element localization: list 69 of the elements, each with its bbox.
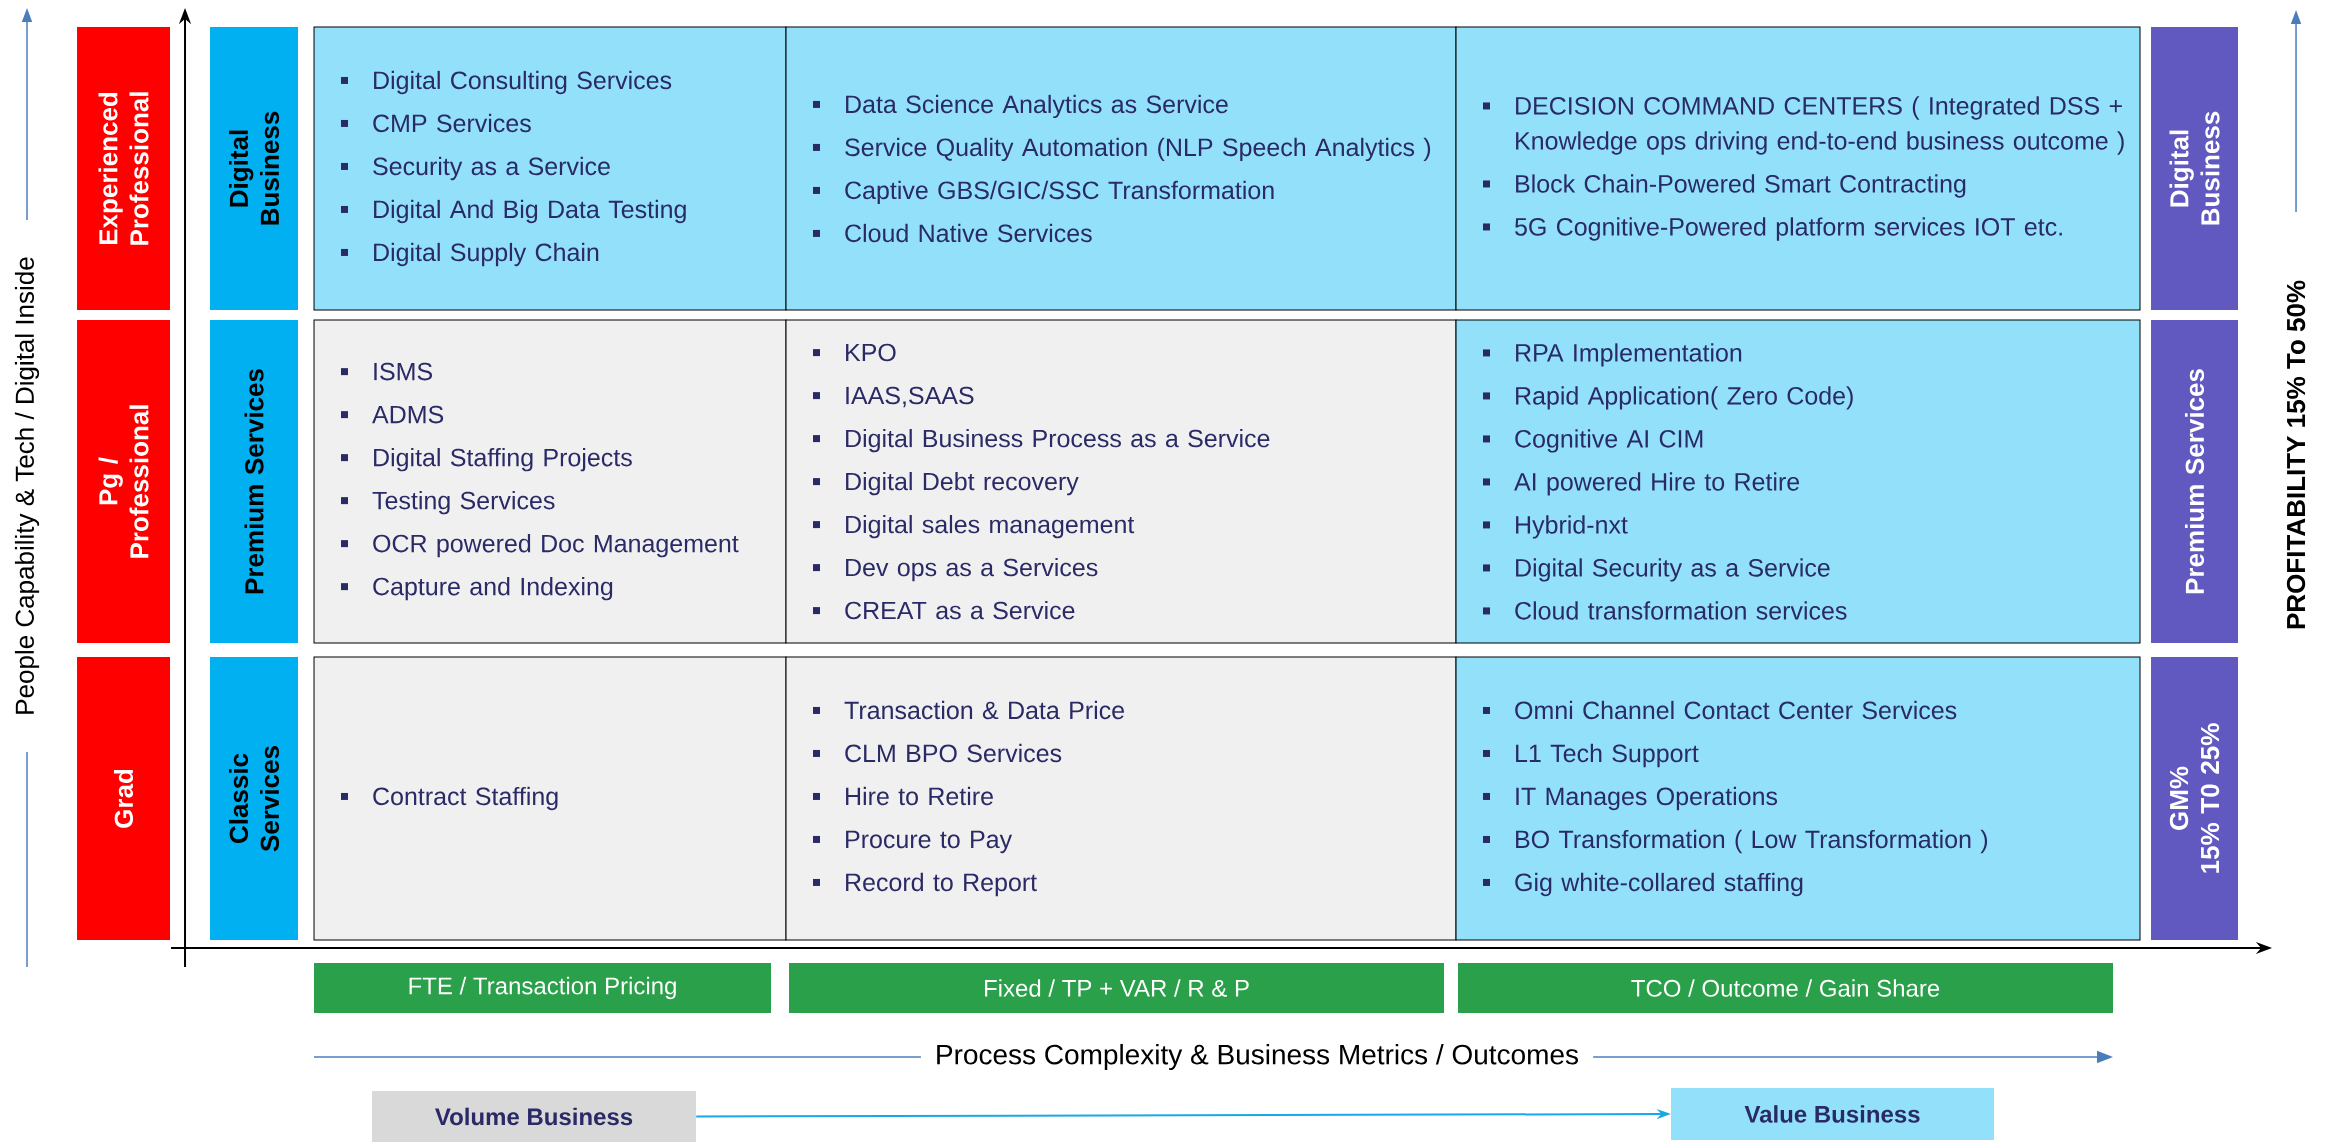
service-cell (1455, 26, 2141, 311)
service-cell (313, 656, 787, 941)
margin-box: Premium Services (2151, 320, 2238, 643)
bullet-item: Record to Report (813, 872, 1037, 897)
business-tag: Value Business (1671, 1088, 1994, 1140)
bullet-item: Digital And Big Data Testing (341, 199, 686, 224)
bullet-item: CMP Services (341, 113, 531, 133)
bullet-item: Cloud transformation services (1483, 601, 1847, 620)
bullet-item: Digital Business Process as a Service (813, 429, 1270, 453)
bullet-item: Omni Channel Contact Center Services (1483, 700, 1957, 720)
bullet-item: Cognitive AI CIM (1483, 429, 1703, 453)
bullet-item: Dev ops as a Services (813, 558, 1098, 582)
bullet-item: Service Quality Automation (NLP Speech Analytics ) (813, 137, 1431, 162)
bullet-item: IAAS,SAAS (813, 386, 974, 408)
bullet-item: CREAT as a Service (813, 601, 1075, 620)
pricing-box: Fixed / TP + VAR / R & P (789, 963, 1444, 1013)
service-cell (313, 26, 787, 311)
bullet-item: KPO (813, 343, 896, 362)
bullet-item: Capture and Indexing (341, 577, 613, 601)
bullet-item: Digital sales management (813, 515, 1135, 539)
bullet-item: L1 Tech Support (1483, 743, 1699, 768)
bullet-item: Transaction & Data Price (813, 700, 1124, 720)
bullet-item: OCR powered Doc Management (341, 534, 739, 558)
pricing-box: TCO / Outcome / Gain Share (1458, 963, 2113, 1013)
bullet-item: Digital Security as a Service (1483, 558, 1830, 582)
margin-box: GM% 15% T0 25% (2151, 657, 2238, 940)
service-cell (313, 319, 787, 644)
axis-label: People Capability & Tech / Digital Inside (14, 257, 40, 714)
bullet-item: IT Manages Operations (1483, 786, 1778, 811)
category-box: Digital Business (210, 27, 298, 310)
level-box: Grad (77, 657, 170, 940)
category-box: Premium Services (210, 320, 298, 643)
bullet-item: Digital Debt recovery (813, 472, 1079, 496)
axis-label: Process Complexity & Business Metrics / Outcomes (937, 1043, 1578, 1071)
bullet-item: Gig white-collared staffing (1483, 872, 1803, 897)
bullet-item: Security as a Service (341, 156, 610, 181)
bullet-item: Digital Staffing Projects (341, 448, 632, 472)
bullet-item: Testing Services (341, 491, 555, 515)
margin-box: Digital Business (2151, 27, 2238, 310)
bullet-item: Hybrid-nxt (1483, 515, 1628, 539)
category-box: Classic Services (210, 657, 298, 940)
bullet-item: Data Science Analytics as Service (813, 94, 1228, 119)
level-box: Experienced Professional (77, 27, 170, 310)
bullet-item: Block Chain-Powered Smart Contracting (1483, 174, 1966, 198)
bullet-item: Digital Supply Chain (341, 242, 599, 267)
service-cell (785, 26, 1457, 311)
business-tag: Volume Business (372, 1091, 696, 1142)
pricing-box: FTE / Transaction Pricing (314, 963, 771, 1013)
bullet-item: BO Transformation ( Low Transformation ) (1483, 829, 1988, 854)
bullet-item: DECISION COMMAND CENTERS ( Integrated DSS + Knowledge ops driving end-to-end business outcome ) (1483, 96, 2124, 155)
bullet-item: CLM BPO Services (813, 743, 1062, 763)
bullet-item: RPA Implementation (1483, 343, 1742, 367)
bullet-item: Hire to Retire (813, 786, 993, 806)
service-cell (785, 656, 1457, 941)
level-box: Pg / Professional (77, 320, 170, 643)
bullet-item: 5G Cognitive-Powered platform services IOT etc. (1483, 217, 2062, 241)
bullet-item: ISMS (341, 362, 432, 381)
bullet-item: ADMS (341, 405, 444, 424)
bullet-item: Rapid Application( Zero Code) (1483, 386, 1853, 410)
service-cell (1455, 319, 2141, 644)
service-cell (785, 319, 1457, 644)
bullet-item: Captive GBS/GIC/SSC Transformation (813, 180, 1274, 205)
bullet-item: Contract Staffing (341, 786, 558, 811)
service-cell (1455, 656, 2141, 941)
axis-label: PROFITABILITY 15% To 50% (2286, 280, 2306, 629)
bullet-item: AI powered Hire to Retire (1483, 472, 1800, 496)
bullet-item: Digital Consulting Services (341, 70, 672, 95)
bullet-item: Cloud Native Services (813, 223, 1092, 243)
bullet-item: Procure to Pay (813, 830, 1013, 854)
